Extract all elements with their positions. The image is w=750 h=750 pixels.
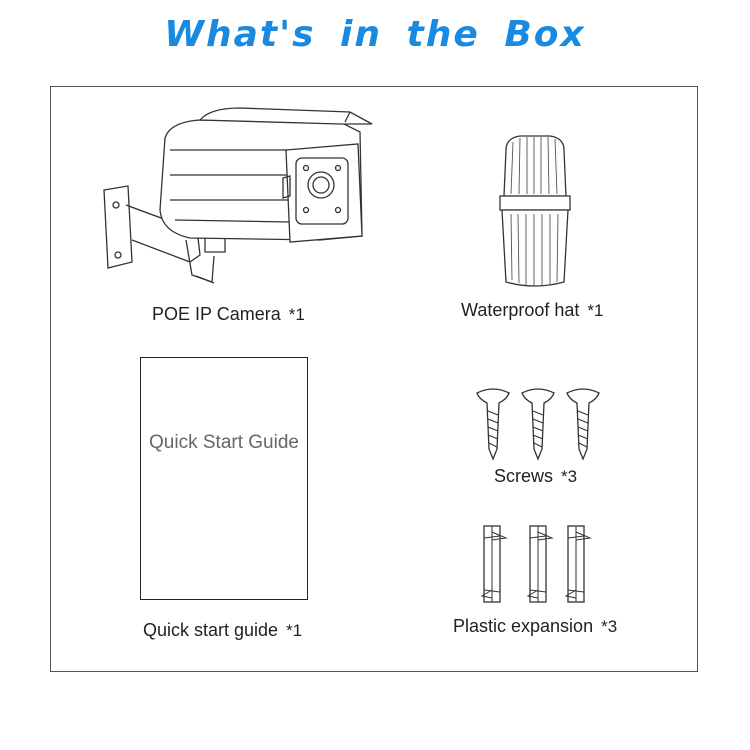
expansion-name: Plastic expansion bbox=[453, 616, 594, 636]
screws-qty: *3 bbox=[561, 467, 578, 486]
box-contents-frame bbox=[50, 86, 698, 672]
page-title: What's in the Box bbox=[164, 14, 586, 55]
expansion-qty: *3 bbox=[601, 617, 618, 636]
quick-start-guide-card: Quick Start Guide bbox=[140, 357, 308, 600]
camera-label: POE IP Camera *1 bbox=[152, 304, 305, 325]
guide-qty: *1 bbox=[286, 621, 303, 640]
hat-name: Waterproof hat bbox=[461, 300, 580, 320]
hat-label: Waterproof hat *1 bbox=[461, 300, 603, 321]
screws-label: Screws *3 bbox=[494, 466, 577, 487]
guide-card-text: Quick Start Guide bbox=[149, 432, 299, 453]
guide-label: Quick start guide *1 bbox=[143, 620, 302, 641]
camera-qty: *1 bbox=[288, 305, 305, 324]
screws-name: Screws bbox=[494, 466, 554, 486]
expansion-label: Plastic expansion *3 bbox=[453, 616, 617, 637]
hat-qty: *1 bbox=[587, 301, 604, 320]
camera-name: POE IP Camera bbox=[152, 304, 281, 324]
guide-name: Quick start guide bbox=[143, 620, 279, 640]
